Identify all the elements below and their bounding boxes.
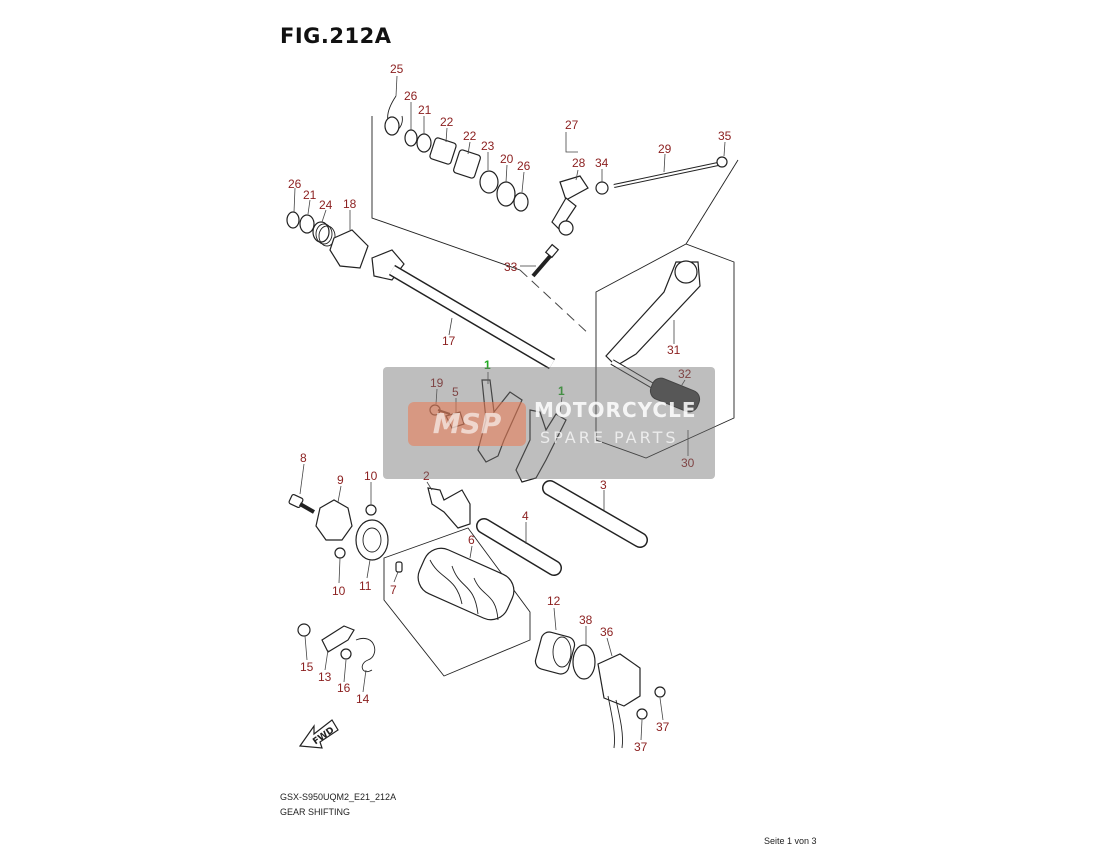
callout-7: 7 — [390, 583, 397, 597]
bush-22b — [453, 149, 481, 179]
plate-18 — [329, 229, 369, 269]
cam-plate-9 — [315, 499, 353, 541]
callout-23: 23 — [481, 139, 495, 153]
shift-fork-1b — [515, 409, 567, 483]
callout-5: 5 — [452, 385, 459, 399]
callout-15: 15 — [300, 660, 314, 674]
watermark-logo: MSP — [408, 402, 526, 446]
callout-26: 26 — [517, 159, 531, 173]
bearing-23 — [479, 170, 499, 194]
callout-4: 4 — [522, 509, 529, 523]
callout-12: 12 — [547, 594, 561, 608]
nut-34 — [595, 181, 609, 195]
fork-shaft-3 — [542, 480, 648, 548]
figure-code: GSX-S950UQM2_E21_212A — [280, 792, 397, 802]
fork-shaft-4 — [476, 518, 562, 576]
callout-30: 30 — [681, 456, 695, 470]
callout-26: 26 — [288, 177, 302, 191]
nut-35 — [716, 156, 728, 168]
callout-31: 31 — [667, 343, 681, 357]
callout-25: 25 — [390, 62, 404, 76]
bolt-15 — [297, 623, 311, 637]
screw-37b — [636, 708, 648, 720]
callout-35: 35 — [718, 129, 732, 143]
ring-21 — [416, 133, 432, 153]
callout-17: 17 — [442, 334, 456, 348]
callout-9: 9 — [337, 473, 344, 487]
callout-36: 36 — [600, 625, 614, 639]
callout-18: 18 — [343, 197, 357, 211]
screw-37a — [654, 686, 666, 698]
callout-24: 24 — [319, 198, 333, 212]
callout-10: 10 — [364, 469, 378, 483]
bolt-10a — [365, 504, 377, 516]
shift-fork-2 — [427, 487, 471, 529]
washer-26b — [513, 192, 529, 212]
bush-22a — [429, 137, 457, 165]
frame-to-pedal-line — [519, 269, 591, 336]
drum-group-frame — [383, 527, 531, 677]
callout-37: 37 — [634, 740, 648, 754]
shift-drum-6 — [417, 547, 515, 621]
callout-29: 29 — [658, 142, 672, 156]
callout-26: 26 — [404, 89, 418, 103]
callout-28: 28 — [572, 156, 586, 170]
page-indicator: Seite 1 von 3 — [764, 836, 817, 846]
callout-11: 11 — [359, 579, 372, 593]
gear-position-switch-36 — [597, 653, 641, 749]
callout-16: 16 — [337, 681, 351, 695]
callout-32: 32 — [678, 367, 692, 381]
callout-33: 33 — [504, 260, 518, 274]
callout-22: 22 — [463, 129, 477, 143]
callout-10: 10 — [332, 584, 346, 598]
callout-22: 22 — [440, 115, 454, 129]
callout-19: 19 — [430, 376, 444, 390]
figure-caption: GEAR SHIFTING — [280, 807, 351, 817]
ring-21b — [299, 214, 315, 234]
callout-2: 2 — [423, 469, 430, 483]
washer-16 — [340, 648, 352, 660]
callout-37: 37 — [656, 720, 670, 734]
o-ring-38 — [572, 644, 596, 680]
rubber-32 — [649, 377, 701, 413]
callout-21: 21 — [303, 188, 317, 202]
callout-21: 21 — [418, 103, 432, 117]
figure-title: FIG.212A — [280, 24, 392, 48]
upper-assembly-frame — [371, 116, 521, 271]
shift-shaft-17 — [371, 249, 556, 370]
callout-34: 34 — [595, 156, 609, 170]
callout-20: 20 — [500, 152, 514, 166]
bolt-10b — [334, 547, 346, 559]
callout-1: 1 — [484, 358, 491, 372]
spring-14 — [355, 637, 376, 672]
callout-8: 8 — [300, 451, 307, 465]
spring-24 — [312, 221, 336, 247]
watermark-line1: MOTORCYCLE — [534, 398, 697, 422]
callout-38: 38 — [579, 613, 593, 627]
shift-pedal-31 — [605, 260, 701, 393]
callout-3: 3 — [600, 478, 607, 492]
bolt-33 — [531, 243, 560, 278]
callout-14: 14 — [356, 692, 370, 706]
callout-6: 6 — [468, 533, 475, 547]
arm-13 — [321, 625, 355, 653]
spring-25 — [384, 95, 403, 136]
callout-1: 1 — [558, 384, 565, 398]
callout-27: 27 — [565, 118, 579, 132]
watermark-line2: SPARE PARTS — [540, 428, 679, 447]
pin-7 — [395, 561, 403, 573]
callout-13: 13 — [318, 670, 332, 684]
washer-26c — [286, 211, 300, 229]
bearing-12 — [534, 631, 576, 675]
rod-29-to-frame-line — [685, 159, 739, 245]
bearing-11 — [355, 519, 389, 561]
washer-26 — [404, 129, 418, 147]
fwd-arrow-icon: FWD — [298, 719, 339, 749]
oil-seal-20 — [496, 181, 516, 207]
shift-arm-27 — [551, 175, 589, 236]
bolt-8 — [288, 493, 315, 514]
rod-29 — [613, 162, 719, 188]
